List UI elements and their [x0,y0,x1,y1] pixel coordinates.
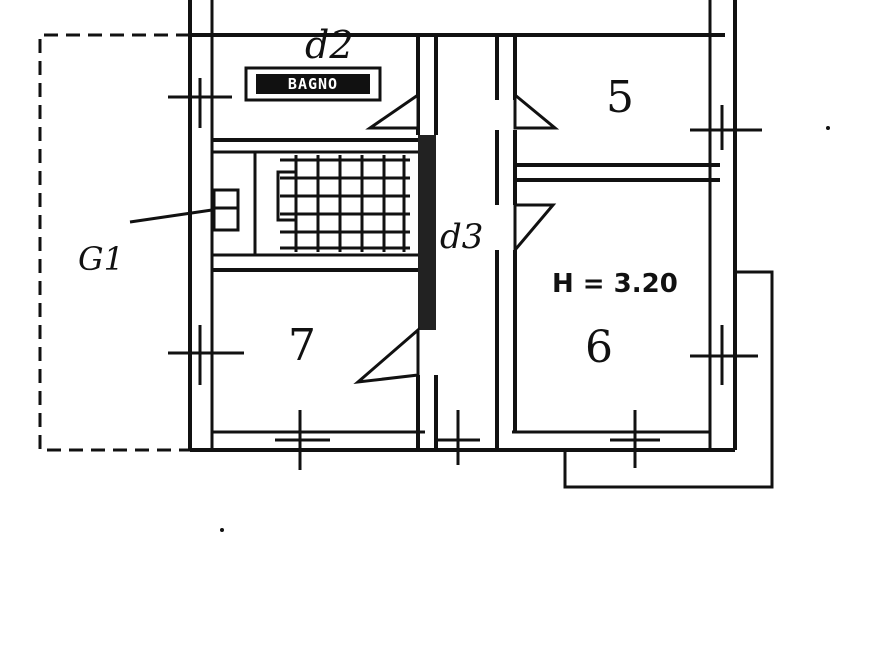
stamp-label: BAGNO [244,66,382,102]
door-swing-room-7 [353,326,420,385]
room-number-5: 5 [606,72,634,123]
room-number-7: 7 [288,320,316,371]
room-number-6: 6 [585,322,613,373]
annotation-g1: G1 [78,240,124,278]
speck [220,528,224,532]
outer-walls [188,0,737,452]
window-marks [129,78,762,470]
door-swing-room-6 [513,203,557,255]
balcony-outline [563,270,774,489]
stair-treads [276,155,410,252]
dashed-terrace-outline [38,33,190,452]
height-annotation: H = 3.20 [552,269,678,299]
annotation-d2: d2 [305,23,354,67]
stamp-text: BAGNO [288,75,338,93]
interior-walls [212,35,720,450]
door-swings [353,91,560,385]
door-swing-room-5 [513,91,560,130]
speck [826,126,830,130]
annotation-d3: d3 [440,217,483,257]
window-mark-g1 [129,208,213,224]
bath-fixture [212,188,240,232]
door-swing-bath [365,92,420,130]
